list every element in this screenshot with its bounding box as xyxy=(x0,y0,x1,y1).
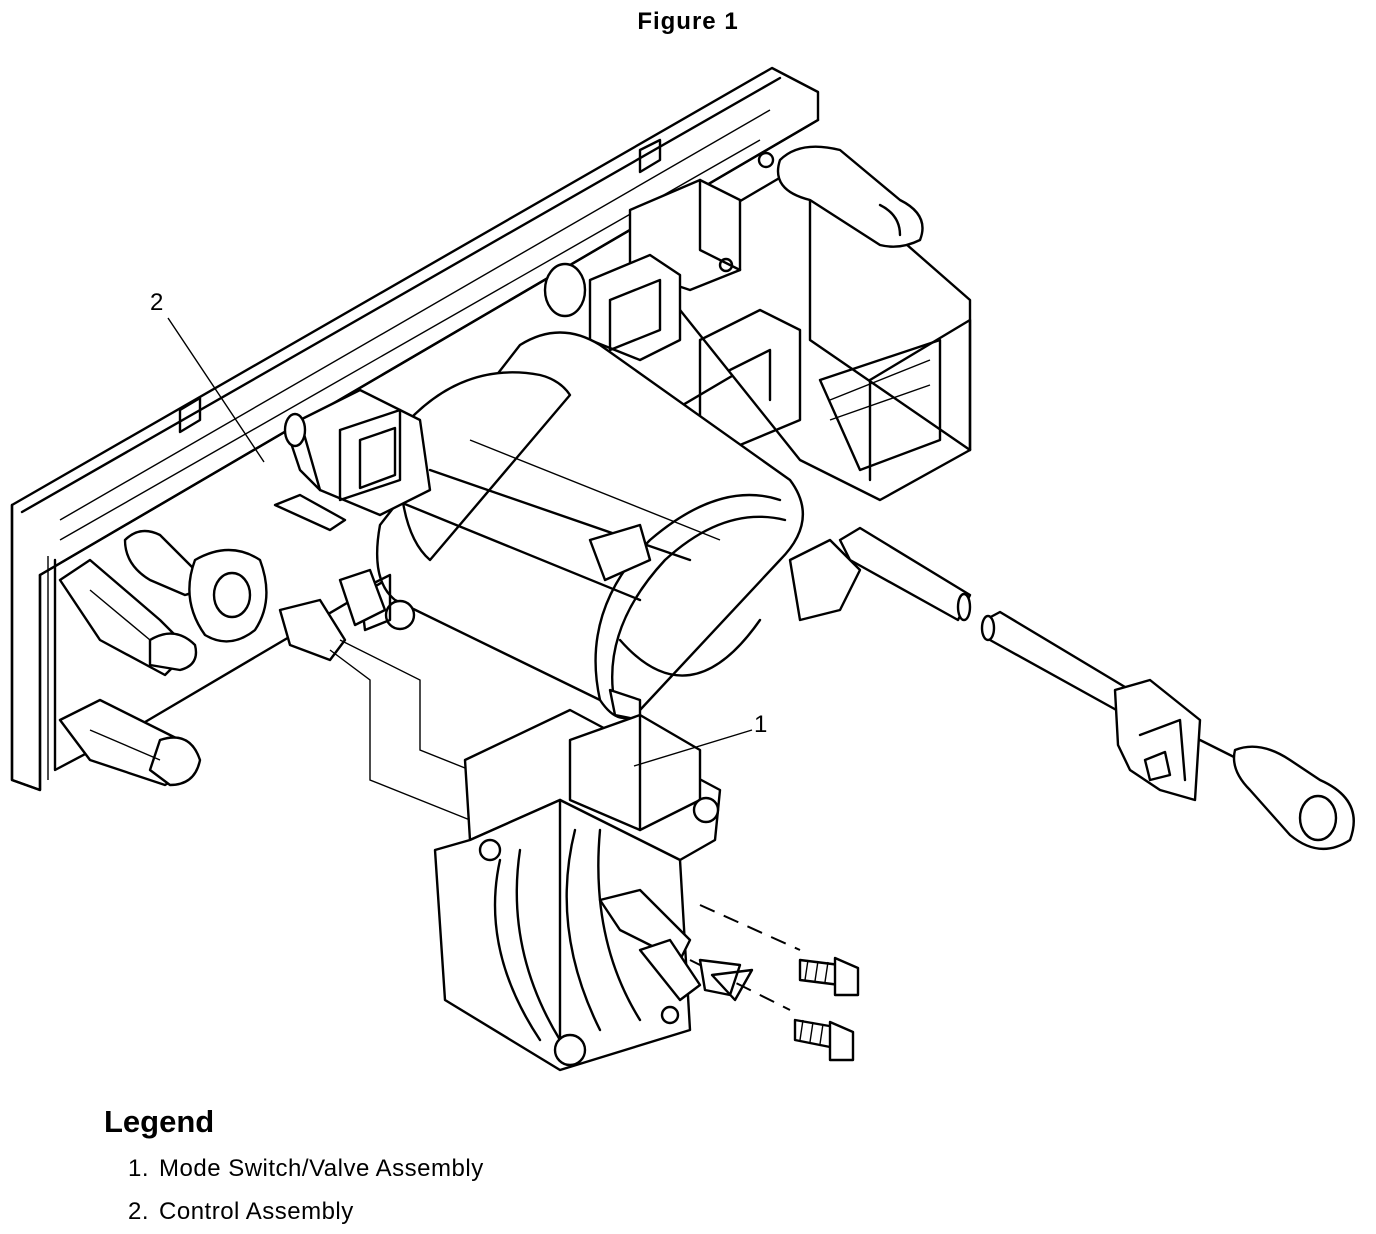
legend-item-mode-switch: 1. Mode Switch/Valve Assembly xyxy=(128,1155,484,1183)
leader-lines xyxy=(329,639,801,1011)
legend-title: Legend xyxy=(104,1104,215,1139)
callout-2: 2 xyxy=(150,289,265,463)
vacuum-motor xyxy=(358,331,862,722)
vacuum-connector xyxy=(273,388,432,532)
callout-2-number: 2 xyxy=(150,289,163,316)
mode-switch-valve-assembly xyxy=(433,708,754,1072)
legend-item-number: 1. xyxy=(128,1155,150,1182)
left-end-parts xyxy=(58,529,387,787)
legend-item-control-assembly: 2. Control Assembly xyxy=(128,1198,354,1226)
legend-item-label: Control Assembly xyxy=(159,1198,354,1225)
callout-1-number: 1 xyxy=(754,711,767,738)
legend-item-label: Mode Switch/Valve Assembly xyxy=(159,1155,484,1182)
cable-assembly xyxy=(838,526,1355,851)
screw-lower xyxy=(793,1018,855,1062)
legend-item-number: 2. xyxy=(128,1198,150,1225)
callout-1: 1 xyxy=(633,711,767,767)
figure-title: Figure 1 xyxy=(637,8,739,35)
screw-upper xyxy=(798,956,860,997)
